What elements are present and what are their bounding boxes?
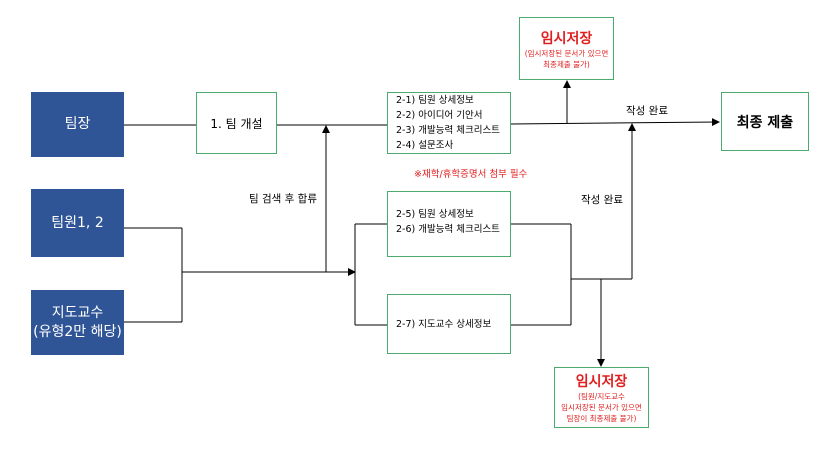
temp-save-bottom-note-1: (팀원/지도교수: [578, 392, 625, 401]
final-submit-label: 최종 제출: [736, 114, 794, 131]
professor-task-1: 2-7) 지도교수 상세정보: [396, 318, 492, 330]
attachment-note-label: ※재학/휴학증명서 첨부 필수: [414, 169, 528, 180]
member-task-1: 2-5) 팀원 상세정보: [396, 209, 474, 220]
leader-tasks-box: 2-1) 팀원 상세정보 2-2) 아이디어 기안서 2-3) 개발능력 체크리…: [387, 92, 511, 154]
professor-condition: (유형2만 해당): [33, 323, 122, 340]
leader-label: 팀장: [64, 116, 91, 133]
line-tasks-to-final: [510, 118, 720, 127]
temp-save-bottom-note-2: 임시저장된 문서가 있으면: [561, 403, 642, 412]
complete-top-label: 작성 완료: [626, 105, 668, 117]
temp-save-bottom-title: 임시저장: [575, 374, 628, 390]
leader-task-4: 2-4) 설문조사: [396, 140, 454, 151]
temp-save-top-title: 임시저장: [540, 30, 593, 47]
members-label: 팀원1, 2: [51, 214, 104, 231]
professor-box: 지도교수 (유형2만 해당): [31, 290, 124, 355]
temp-save-bottom-note-3: 팀장이 최종제출 불가): [566, 414, 637, 423]
member-task-2: 2-6) 개발능력 체크리스트: [396, 224, 500, 235]
leader-task-3: 2-3) 개발능력 체크리스트: [396, 125, 500, 136]
professor-label: 지도교수: [51, 304, 104, 321]
complete-mid-label: 작성 완료: [581, 194, 623, 206]
final-submit-box: 최종 제출: [721, 92, 809, 151]
leader-box: 팀장: [31, 92, 124, 157]
temp-save-top-note-2: 최종제출 불가): [543, 59, 590, 69]
team-create-label: 1. 팀 개설: [210, 116, 263, 131]
temp-save-top-note-1: (임시저장된 문서가 있으면: [524, 48, 609, 58]
leader-task-1: 2-1) 팀원 상세정보: [396, 95, 474, 106]
join-after-search-label: 팀 검색 후 합류: [249, 193, 317, 205]
temp-save-top-box: 임시저장 (임시저장된 문서가 있으면 최종제출 불가): [519, 17, 614, 80]
temp-save-bottom-box: 임시저장 (팀원/지도교수 임시저장된 문서가 있으면 팀장이 최종제출 불가): [554, 367, 649, 428]
team-create-box: 1. 팀 개설: [196, 92, 277, 154]
members-box: 팀원1, 2: [31, 189, 124, 257]
professor-tasks-box: 2-7) 지도교수 상세정보: [387, 294, 511, 354]
leader-task-2: 2-2) 아이디어 기안서: [396, 110, 483, 121]
member-tasks-box: 2-5) 팀원 상세정보 2-6) 개발능력 체크리스트: [387, 191, 511, 257]
